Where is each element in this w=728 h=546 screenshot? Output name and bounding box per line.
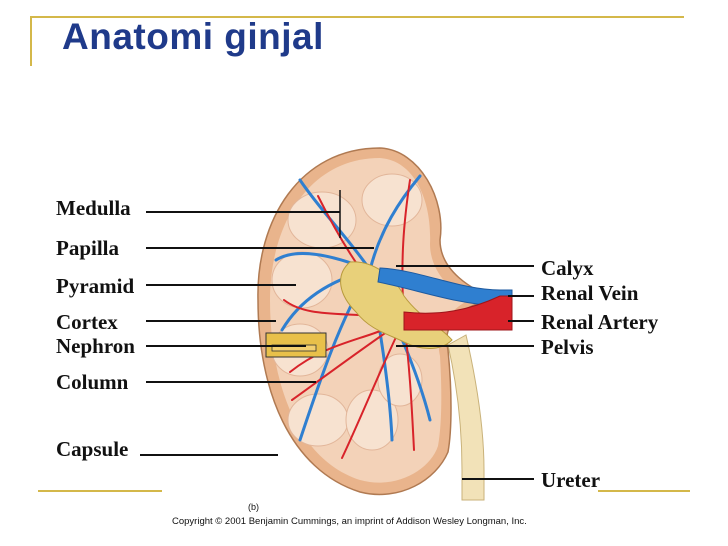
bottom-right-accent-line bbox=[598, 490, 690, 492]
bottom-left-accent-line bbox=[38, 490, 162, 492]
label-calyx: Calyx bbox=[541, 256, 594, 280]
label-pelvis: Pelvis bbox=[541, 335, 594, 359]
label-renal-artery: Renal Artery bbox=[541, 310, 659, 334]
label-capsule: Capsule bbox=[56, 437, 129, 461]
left-accent-line bbox=[30, 16, 32, 66]
label-medulla: Medulla bbox=[56, 196, 131, 220]
label-ureter: Ureter bbox=[541, 468, 601, 492]
label-pyramid: Pyramid bbox=[56, 274, 135, 298]
copyright-text: Copyright © 2001 Benjamin Cummings, an i… bbox=[172, 516, 527, 527]
label-column: Column bbox=[56, 370, 129, 394]
label-nephron: Nephron bbox=[56, 334, 135, 358]
renal-artery-shape bbox=[403, 295, 513, 331]
figure-tag: (b) bbox=[248, 502, 259, 512]
ureter-shape bbox=[447, 334, 485, 501]
leader-lines-right bbox=[396, 265, 534, 480]
leader-lines-left bbox=[140, 190, 374, 456]
label-papilla: Papilla bbox=[56, 236, 120, 260]
label-renal-vein: Renal Vein bbox=[541, 281, 639, 305]
top-accent-line bbox=[30, 16, 684, 18]
label-cortex: Cortex bbox=[56, 310, 118, 334]
slide-title: Anatomi ginjal bbox=[62, 16, 324, 57]
